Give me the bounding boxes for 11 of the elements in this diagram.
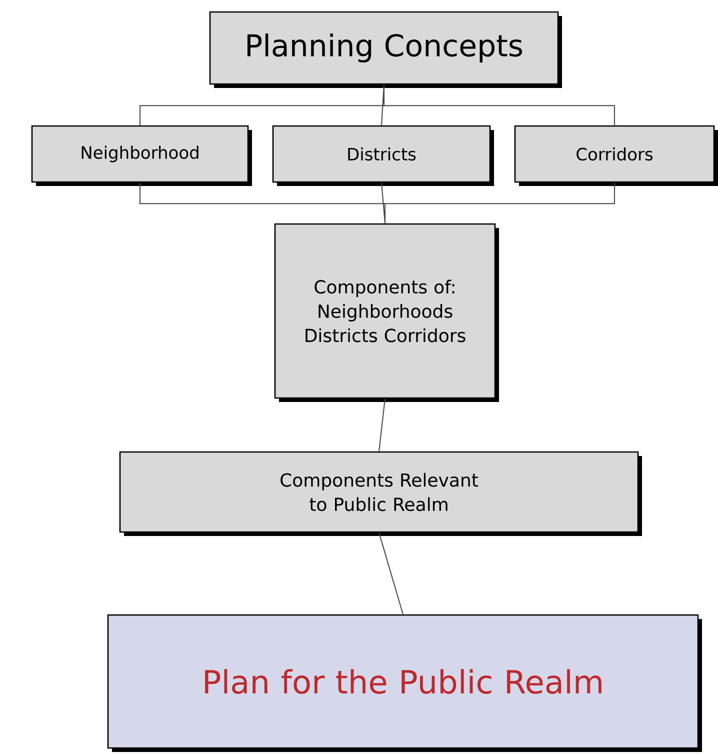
title-box: Planning Concepts (209, 11, 562, 88)
process-box: Neighborhood (31, 125, 252, 186)
process-box: Components of: Neighborhoods Districts Corridors (274, 223, 499, 402)
connector-line (384, 84, 615, 126)
process-box: Components Relevant to Public Realm (119, 451, 642, 536)
connector-line (378, 532, 404, 615)
process-box: Corridors (514, 125, 718, 186)
process-box: Districts (272, 125, 494, 186)
connector-line (378, 398, 386, 452)
result-box: Plan for the Public Realm (107, 614, 702, 752)
connector-line (384, 182, 615, 224)
